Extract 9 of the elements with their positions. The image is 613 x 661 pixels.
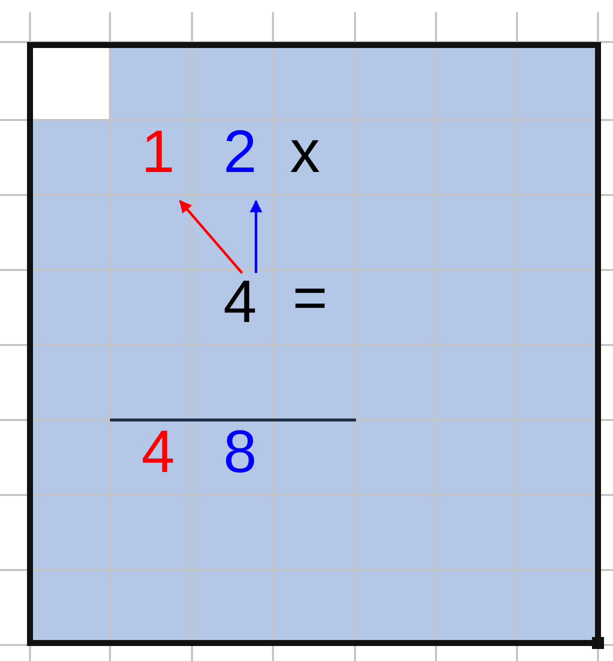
digit: 2 — [220, 122, 260, 182]
arrow — [179, 200, 243, 274]
multiply-sign: x — [289, 122, 321, 182]
digit: 1 — [138, 122, 178, 182]
equals-sign: = — [291, 268, 329, 328]
digit: 4 — [140, 422, 176, 482]
digit: 4 — [220, 272, 260, 332]
arrow — [250, 200, 262, 273]
digit: 8 — [222, 422, 258, 482]
